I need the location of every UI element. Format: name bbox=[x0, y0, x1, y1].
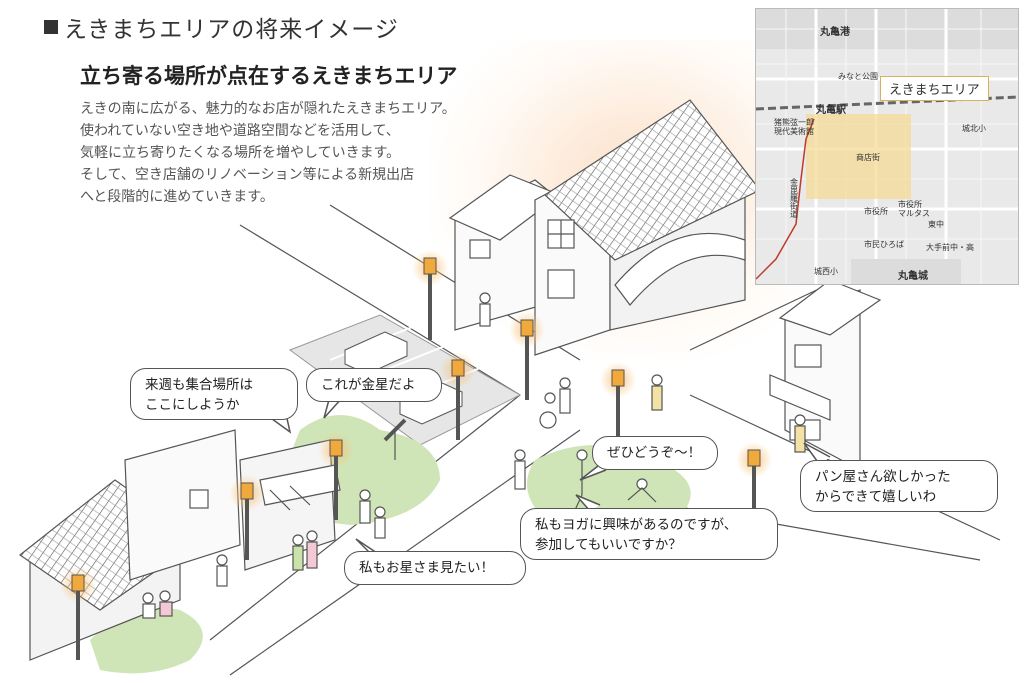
map-label: 城西小 bbox=[814, 267, 838, 276]
speech-bubble-venus: これが金星だよ bbox=[306, 368, 442, 402]
ekimachi-area-highlight bbox=[806, 114, 911, 199]
person-yoga bbox=[627, 478, 657, 503]
parked-car bbox=[344, 331, 408, 375]
bubble-line: 私もヨガに興味があるのですが、 bbox=[535, 517, 738, 533]
person bbox=[559, 377, 571, 414]
person bbox=[359, 489, 371, 524]
route-line bbox=[756, 118, 815, 280]
lamp bbox=[509, 312, 545, 400]
map-label: 丸亀港 bbox=[820, 27, 850, 38]
people bbox=[142, 292, 806, 619]
map-label: マルタス bbox=[898, 209, 930, 218]
lamp bbox=[229, 475, 265, 560]
description-line: そして、空き店舗のリノベーション等による新規出店 bbox=[80, 167, 415, 183]
person bbox=[216, 554, 228, 587]
bakery-building bbox=[769, 279, 882, 471]
person-wheelchair bbox=[539, 392, 557, 429]
telescope bbox=[383, 418, 407, 460]
back-house bbox=[448, 174, 562, 331]
speech-bubble-meeting-place: 来週も集合場所は ここにしようか bbox=[130, 368, 298, 420]
map-label: 毘 bbox=[790, 186, 798, 195]
map-label: 市役所 bbox=[898, 200, 922, 209]
bubble-line: 私もお星さま見たい！ bbox=[359, 560, 494, 576]
description-line: 使われていない空き地や道路空間などを活用して、 bbox=[80, 123, 400, 139]
bubble-line: からできて嬉しいわ bbox=[815, 489, 937, 505]
lamp bbox=[440, 352, 476, 440]
map-label: 大手前中・高 bbox=[926, 243, 974, 252]
person bbox=[292, 534, 304, 571]
map-label: 街 bbox=[790, 202, 798, 211]
map-label: 東中 bbox=[928, 220, 944, 229]
map-label: 城北小 bbox=[962, 124, 986, 133]
speech-bubble-stars: 私もお星さま見たい！ bbox=[344, 551, 526, 585]
area-map: 丸亀港 みなと公園 丸亀駅 猪熊弦一郎 現代美術館 城北小 商店街 市役所 市役… bbox=[755, 8, 1019, 285]
tiled-roof-building bbox=[534, 99, 761, 356]
bubble-line: これが金星だよ bbox=[321, 377, 416, 393]
bubble-line: パン屋さん欲しかった bbox=[815, 469, 951, 485]
bubble-line: ここにしようか bbox=[145, 397, 240, 413]
person bbox=[479, 292, 491, 327]
person-sitting bbox=[159, 590, 173, 617]
speech-bubble-please: ぜひどうぞ～！ bbox=[592, 436, 718, 470]
map-label: みなと公園 bbox=[838, 72, 878, 81]
map-label: 商店街 bbox=[856, 153, 880, 162]
description-line: 気軽に立ち寄りたくなる場所を増やしていきます。 bbox=[80, 145, 401, 161]
section-title: 立ち寄る場所が点在するえきまちエリア bbox=[80, 64, 458, 88]
lamp bbox=[318, 432, 354, 520]
street-lamps bbox=[60, 250, 772, 660]
bubble-line: 来週も集合場所は bbox=[145, 377, 253, 393]
map-graphic bbox=[756, 9, 1018, 284]
person bbox=[651, 374, 663, 411]
map-area-label: えきまちエリア bbox=[880, 76, 989, 101]
map-label: 金 bbox=[790, 178, 798, 187]
lamp bbox=[412, 250, 448, 340]
bubble-line: ぜひどうぞ～！ bbox=[607, 445, 702, 461]
person-sitting bbox=[142, 592, 156, 619]
person bbox=[514, 449, 526, 490]
speech-bubble-yoga: 私もヨガに興味があるのですが、 参加してもいいですか？ bbox=[520, 508, 778, 560]
map-label: 丸亀駅 bbox=[816, 105, 846, 116]
map-label: 市民ひろば bbox=[864, 240, 904, 249]
description-line: へと段階的に進めていきます。 bbox=[80, 189, 274, 205]
person bbox=[794, 414, 806, 453]
map-label: 市役所 bbox=[864, 207, 888, 216]
square-bullet-icon bbox=[44, 20, 58, 34]
lamp bbox=[60, 567, 96, 660]
page-title: えきまちエリアの将来イメージ bbox=[44, 10, 399, 44]
map-label: 現代美術館 bbox=[774, 127, 814, 136]
map-label: 丸亀城 bbox=[898, 271, 928, 282]
bubble-line: 参加してもいいですか？ bbox=[535, 537, 682, 553]
description-line: えきの南に広がる、魅力的なお店が隠れたえきまちエリア。 bbox=[80, 101, 456, 117]
person bbox=[306, 530, 318, 569]
description: えきの南に広がる、魅力的なお店が隠れたえきまちエリア。 使われていない空き地や道… bbox=[80, 98, 550, 208]
person bbox=[374, 506, 386, 539]
page-title-text: えきまちエリアの将来イメージ bbox=[64, 17, 399, 43]
map-label: 羅 bbox=[790, 194, 798, 203]
map-label: 道 bbox=[790, 210, 798, 219]
map-label: 猪熊弦一郎 bbox=[774, 118, 814, 127]
speech-bubble-bakery: パン屋さん欲しかった からできて嬉しいわ bbox=[800, 460, 998, 512]
